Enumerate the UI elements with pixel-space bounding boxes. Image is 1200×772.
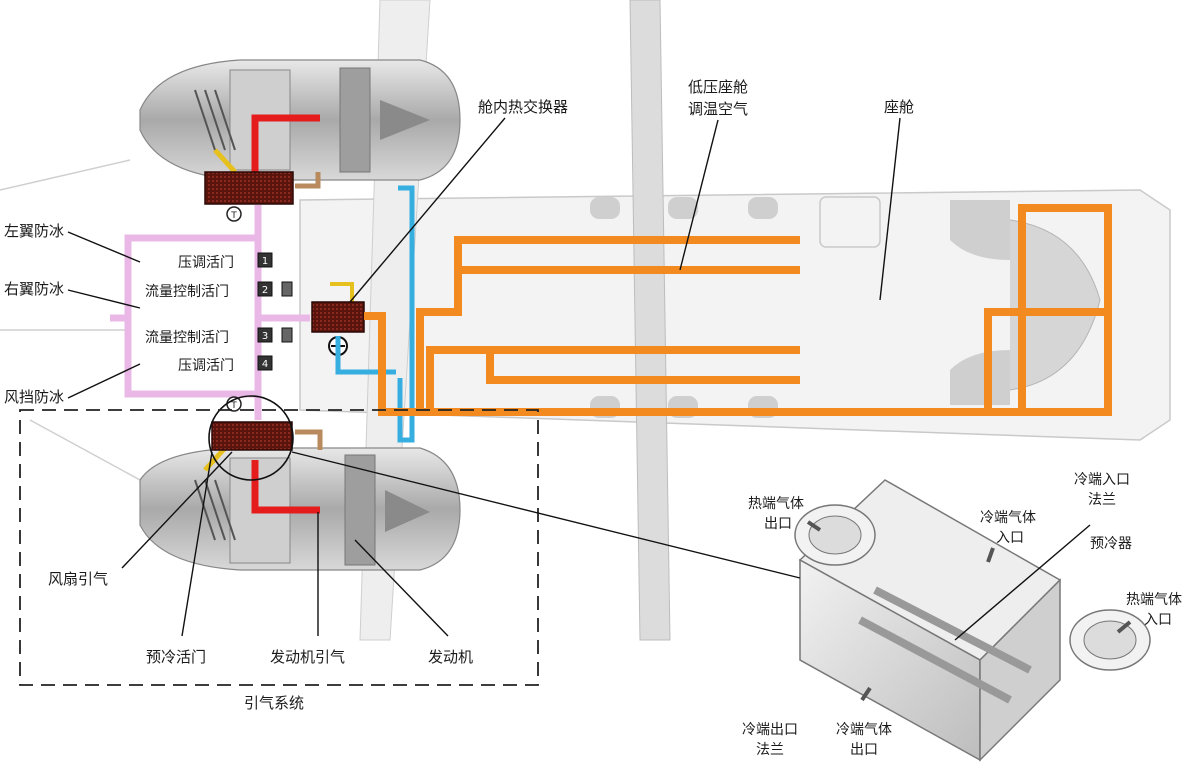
- cyan-duct: [335, 185, 415, 443]
- label-pressure-valve-bottom: 压调活门: [178, 358, 234, 374]
- label-left-wing-anti-ice: 左翼防冰: [4, 222, 64, 240]
- label-flow-control-valve-top: 流量控制活门: [145, 284, 229, 300]
- label-cabin: 座舱: [884, 98, 914, 116]
- valve-2: [257, 281, 273, 297]
- label-cold-inlet-flange-line2: 法兰: [1088, 492, 1116, 508]
- precooler-detail: [794, 479, 1151, 762]
- label-cold-outlet-flange-line1: 冷端出口: [742, 722, 798, 738]
- label-windshield-anti-ice: 风挡防冰: [4, 388, 64, 406]
- label-hot-gas-outlet-line1: 热端气体: [748, 496, 804, 512]
- label-low-pressure-cabin-air-line2: 调温空气: [688, 100, 748, 118]
- label-precooler-valve: 预冷活门: [146, 648, 206, 666]
- label-cold-outlet-flange-line2: 法兰: [756, 742, 784, 758]
- label-cold-gas-inlet-line2: 入口: [996, 530, 1024, 546]
- precooler-callout-circle: [208, 395, 294, 481]
- valve-4-number: 4: [262, 359, 268, 370]
- label-pressure-valve-top: 压调活门: [178, 255, 234, 271]
- label-fan-bleed: 风扇引气: [48, 570, 108, 588]
- cabin-air-ducts: [364, 204, 1112, 416]
- engine-bleed-ducts: [251, 114, 320, 514]
- label-cold-gas-outlet-line2: 出口: [850, 742, 878, 758]
- valve-4: [257, 355, 273, 371]
- valve-3: [257, 327, 273, 343]
- label-low-pressure-cabin-air-line1: 低压座舱: [688, 78, 748, 96]
- label-bleed-system: 引气系统: [244, 694, 304, 712]
- valve-3-number: 3: [262, 331, 268, 342]
- labels: 左翼防冰 右翼防冰 风挡防冰 压调活门 流量控制活门 流量控制活门 压调活门 舱…: [4, 78, 1182, 758]
- label-cold-gas-inlet-line1: 冷端气体: [980, 510, 1036, 526]
- bleed-manifold: [110, 205, 310, 420]
- label-cold-gas-outlet-line1: 冷端气体: [836, 722, 892, 738]
- label-hot-gas-outlet-line2: 出口: [764, 516, 792, 532]
- label-hot-gas-inlet-line2: 入口: [1144, 612, 1172, 628]
- label-engine: 发动机: [428, 648, 473, 666]
- bottom-precooler: [211, 421, 293, 451]
- svg-text:T: T: [230, 211, 237, 221]
- top-precooler: [204, 171, 294, 205]
- leader-lines: [67, 117, 1091, 641]
- label-engine-bleed: 发动机引气: [270, 648, 345, 666]
- label-hot-gas-inlet-line1: 热端气体: [1126, 592, 1182, 608]
- valves: [257, 252, 293, 371]
- label-precooler: 预冷器: [1090, 536, 1132, 552]
- valve-1: [257, 252, 273, 268]
- label-flow-control-valve-bottom: 流量控制活门: [145, 330, 229, 346]
- label-cabin-heat-exchanger: 舱内热交换器: [478, 98, 568, 116]
- label-right-wing-anti-ice: 右翼防冰: [4, 280, 64, 298]
- valve-2-number: 2: [262, 285, 268, 296]
- label-cold-inlet-flange-line1: 冷端入口: [1074, 472, 1130, 488]
- svg-text:T: T: [230, 401, 237, 411]
- valve-1-number: 1: [262, 256, 268, 267]
